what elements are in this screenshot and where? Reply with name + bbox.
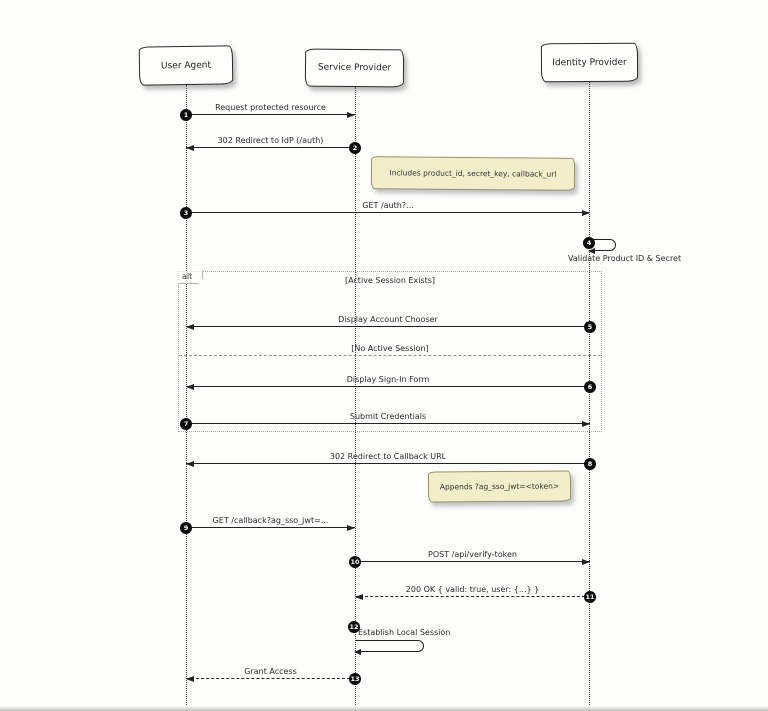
message-6-label: Display Sign-In Form xyxy=(346,375,430,384)
message-6-number-badge: 6 xyxy=(584,381,596,393)
message-1-number-badge: 1 xyxy=(180,109,192,121)
alt-divider xyxy=(179,355,601,356)
participant-label-user-agent: User Agent xyxy=(160,60,212,71)
message-7-number-badge: 7 xyxy=(180,418,192,430)
message-3: GET /auth?... 3 xyxy=(180,201,590,219)
message-7-label: Submit Credentials xyxy=(349,412,427,421)
message-12-self-arrow xyxy=(354,640,424,655)
message-13-label: Grant Access xyxy=(244,667,297,676)
message-8: 302 Redirect to Callback URL 8 xyxy=(186,452,596,470)
message-1-arrow: 1 xyxy=(180,109,355,121)
message-8-label: 302 Redirect to Callback URL xyxy=(329,452,447,461)
message-13-arrow: 13 xyxy=(186,673,361,685)
message-10-arrow: 10 xyxy=(349,556,590,568)
participant-box-service-provider: Service Provider xyxy=(304,48,405,88)
message-9-arrow: 9 xyxy=(180,522,355,534)
message-9-label: GET /callback?ag_sso_jwt=... xyxy=(212,516,329,525)
message-1-label: Request protected resource xyxy=(215,103,326,112)
message-11: 200 OK { valid: true, user: {...} } 11 xyxy=(355,585,596,603)
message-12-label: Establish Local Session xyxy=(358,628,451,637)
page-bottom-edge xyxy=(0,706,768,711)
message-11-number-badge: 11 xyxy=(584,591,596,603)
message-2-label: 302 Redirect to IdP (/auth) xyxy=(217,136,324,145)
message-5-arrow: 5 xyxy=(186,321,596,333)
note-token: Appends ?ag_sso_jwt=<token> xyxy=(427,470,572,503)
lifeline-service-provider xyxy=(355,87,356,705)
message-9: GET /callback?ag_sso_jwt=... 9 xyxy=(180,516,355,534)
message-1: Request protected resource 1 xyxy=(180,103,355,121)
message-5: Display Account Chooser 5 xyxy=(186,315,596,333)
message-8-number-badge: 8 xyxy=(584,458,596,470)
message-11-label: 200 OK { valid: true, user: {...} } xyxy=(405,585,540,594)
note-credentials-text: Includes product_id, secret_key, callbac… xyxy=(389,168,557,179)
message-13-number-badge: 13 xyxy=(349,673,361,685)
participant-box-user-agent: User Agent xyxy=(138,45,234,86)
message-2: 302 Redirect to IdP (/auth) 2 xyxy=(186,136,361,154)
message-2-arrow: 2 xyxy=(186,142,361,154)
message-4-number-badge: 4 xyxy=(583,237,595,249)
message-2-number-badge: 2 xyxy=(349,142,361,154)
message-3-number-badge: 3 xyxy=(180,207,192,219)
message-9-number-badge: 9 xyxy=(180,522,192,534)
message-10-number-badge: 10 xyxy=(349,556,361,568)
participant-label-service-provider: Service Provider xyxy=(317,62,392,74)
message-6-arrow: 6 xyxy=(186,381,596,393)
message-10-label: POST /api/verify-token xyxy=(428,550,517,559)
message-7-arrow: 7 xyxy=(180,418,590,430)
alt-condition-no-session: [No Active Session] xyxy=(351,344,429,353)
message-4-self-arrow xyxy=(588,239,616,254)
message-7: Submit Credentials 7 xyxy=(180,412,590,430)
message-6: Display Sign-In Form 6 xyxy=(186,375,596,393)
message-12-number-badge: 12 xyxy=(348,621,360,633)
message-13: Grant Access 13 xyxy=(186,667,361,685)
message-4-label: Validate Product ID & Secret xyxy=(568,254,682,263)
message-11-arrow: 11 xyxy=(355,591,596,603)
message-5-number-badge: 5 xyxy=(584,321,596,333)
message-8-arrow: 8 xyxy=(186,458,596,470)
message-3-arrow: 3 xyxy=(180,207,590,219)
participant-label-identity-provider: Identity Provider xyxy=(552,57,627,68)
participant-box-identity-provider: Identity Provider xyxy=(540,42,639,83)
alt-frame-label: alt xyxy=(178,271,204,284)
note-credentials: Includes product_id, secret_key, callbac… xyxy=(370,156,576,191)
message-3-label: GET /auth?... xyxy=(362,201,414,210)
alt-frame: alt [Active Session Exists] [No Active S… xyxy=(178,271,602,432)
note-token-text: Appends ?ag_sso_jwt=<token> xyxy=(439,481,560,492)
alt-condition-active-session: [Active Session Exists] xyxy=(344,276,436,285)
lifeline-user-agent xyxy=(186,85,187,705)
lifeline-identity-provider xyxy=(589,82,590,705)
message-5-label: Display Account Chooser xyxy=(338,315,438,324)
message-10: POST /api/verify-token 10 xyxy=(349,550,590,568)
